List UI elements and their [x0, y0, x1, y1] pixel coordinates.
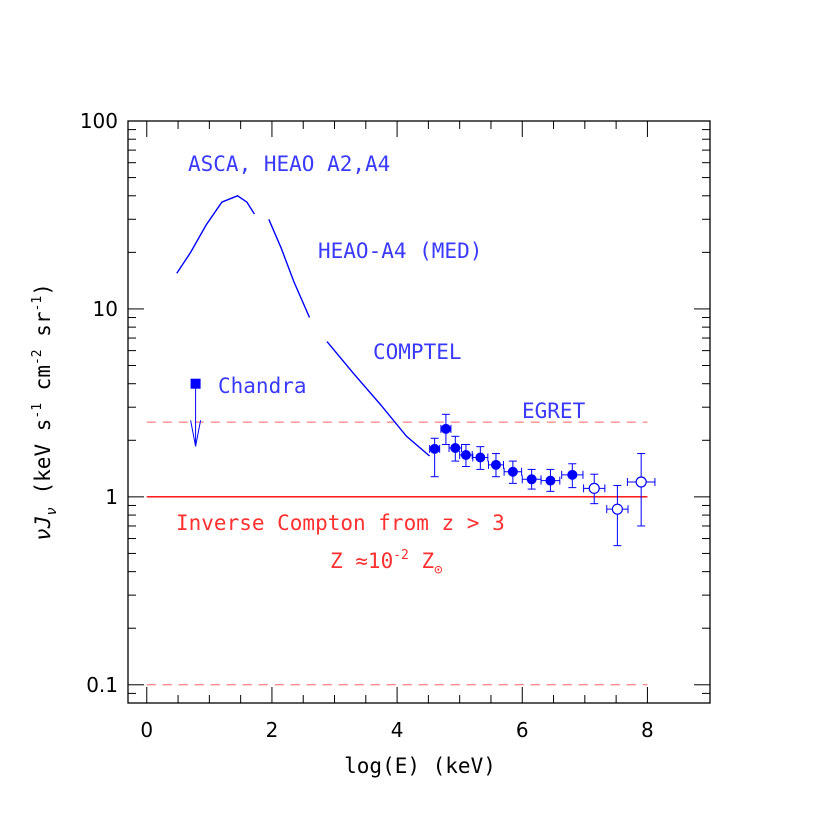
filled-point — [440, 423, 451, 434]
y-title-exp3: -1 — [30, 296, 45, 312]
spectrum-curve — [268, 219, 311, 318]
open-point — [635, 476, 647, 488]
y-title-j: J — [31, 516, 55, 530]
x-tick-label: 6 — [516, 718, 529, 742]
open-point — [588, 482, 600, 494]
metallicity-part-a: Z ≈10 — [330, 549, 393, 573]
annotation-asca: ASCA, HEAO A2,A4 — [188, 152, 390, 176]
y-tick-label: 10 — [93, 297, 118, 321]
annotation-comptel: COMPTEL — [373, 340, 462, 364]
filled-point — [460, 450, 471, 461]
chandra-marker — [190, 378, 201, 389]
reference-lines — [146, 421, 648, 686]
y-tick-label: 1 — [105, 485, 118, 509]
annotation-egret: EGRET — [522, 399, 586, 423]
x-axis-title: log(E) (keV) — [344, 754, 496, 778]
y-title-nu: ν — [31, 528, 55, 541]
filled-point — [545, 475, 556, 486]
axis-ticks: 0 2 4 6 8 0.1 1 10 100 — [80, 109, 710, 742]
y-title-exp1: -1 — [30, 403, 45, 419]
y-title-units-a: (keV s — [31, 419, 55, 508]
y-title-units-d: ) — [31, 283, 55, 296]
y-title-units-b: cm — [31, 365, 55, 403]
filled-point — [526, 474, 537, 485]
y-title-subscript: ν — [44, 507, 60, 515]
spectrum-curve — [326, 341, 431, 457]
x-tick-label: 0 — [140, 718, 153, 742]
x-tick-label: 8 — [641, 718, 654, 742]
data-points — [190, 378, 656, 547]
annotation-heao: HEAO-A4 (MED) — [318, 239, 482, 263]
y-tick-label: 0.1 — [86, 673, 118, 697]
metallicity-part-b: Z — [409, 549, 434, 573]
plot-frame — [127, 120, 711, 704]
filled-point — [567, 469, 578, 480]
open-point — [611, 503, 623, 515]
metallicity-sun-symbol: ⊙ — [434, 562, 443, 578]
annotation-inverse-compton: Inverse Compton from z > 3 — [176, 511, 505, 535]
y-title-exp2: -2 — [30, 349, 45, 365]
chandra-arrow-head — [190, 420, 202, 447]
annotation-chandra: Chandra — [218, 374, 307, 398]
filled-point — [450, 442, 461, 453]
x-tick-label: 2 — [266, 718, 279, 742]
x-tick-label: 4 — [391, 718, 404, 742]
metallicity-exponent: -2 — [393, 548, 409, 563]
y-title-units-c: sr — [31, 311, 55, 349]
annotation-metallicity: Z ≈10-2 Z⊙ — [330, 548, 443, 578]
spectrum-curves — [176, 195, 431, 457]
filled-point — [507, 466, 518, 477]
y-axis-title: νJν (keV s-1 cm-2 sr-1) — [30, 283, 60, 541]
filled-point — [475, 452, 486, 463]
spectrum-curve — [176, 195, 255, 274]
filled-point — [490, 459, 501, 470]
filled-point — [429, 443, 440, 454]
y-tick-label: 100 — [80, 109, 118, 133]
